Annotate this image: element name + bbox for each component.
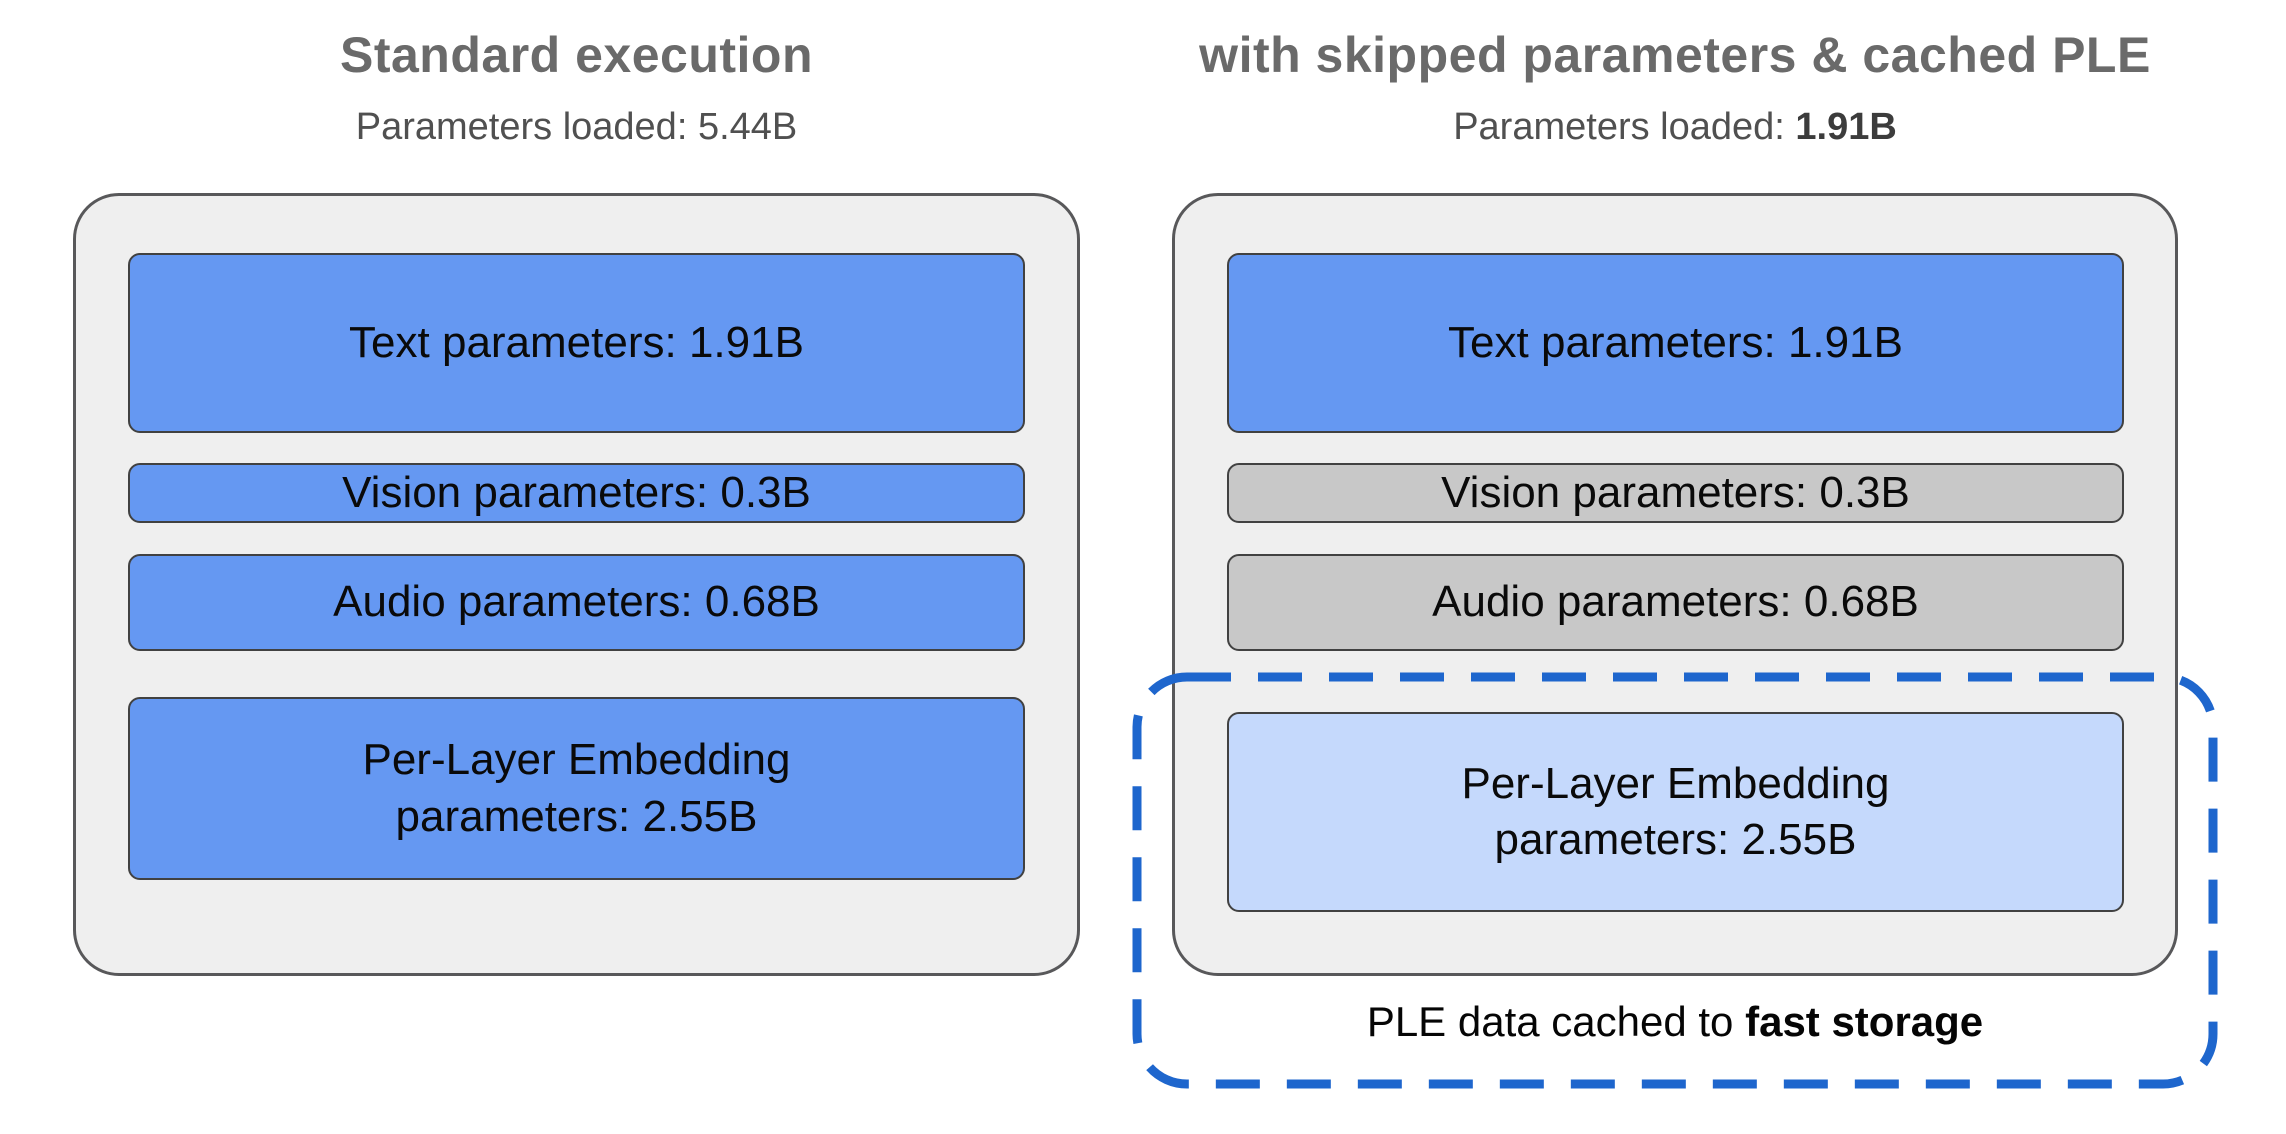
ple-cache-dashed-outline [1132,672,2218,1089]
text-parameters-box: Text parameters: 1.91B [128,253,1025,433]
audio-parameters-box-skipped: Audio parameters: 0.68B [1227,554,2124,651]
standard-execution-title: Standard execution [340,27,813,83]
parameters-loaded-label: Parameters loaded: [355,106,698,148]
parameters-loaded-value: 5.44B [697,106,798,148]
ple-caption-prefix: PLE data cached to [1366,998,1746,1045]
dashed-rect-shape [1132,672,2218,1089]
per-layer-embedding-box-cached: Per-Layer Embedding parameters: 2.55B [1227,712,2124,912]
vision-parameters-box: Vision parameters: 0.3B [128,463,1025,523]
standard-execution-subtitle: Parameters loaded: 5.44B [73,106,1080,149]
cached-ple-subtitle: Parameters loaded: 1.91B [1122,106,2228,149]
cached-ple-title: with skipped parameters & cached PLE [1199,27,2151,83]
vision-parameters-box-skipped: Vision parameters: 0.3B [1227,463,2124,523]
per-layer-embedding-box: Per-Layer Embedding parameters: 2.55B [128,697,1025,880]
parameters-loaded-value: 1.91B [1795,106,1897,148]
parameters-loaded-label: Parameters loaded: [1453,106,1796,148]
audio-parameters-box: Audio parameters: 0.68B [128,554,1025,651]
ple-caption-bold-text: fast storage [1745,998,1984,1045]
standard-execution-panel: Text parameters: 1.91B Vision parameters… [73,193,1080,976]
cached-ple-panel: Text parameters: 1.91B Vision parameters… [1172,193,2178,976]
ple-cache-caption: PLE data cached to fast storage [1137,998,2213,1046]
text-parameters-box: Text parameters: 1.91B [1227,253,2124,433]
